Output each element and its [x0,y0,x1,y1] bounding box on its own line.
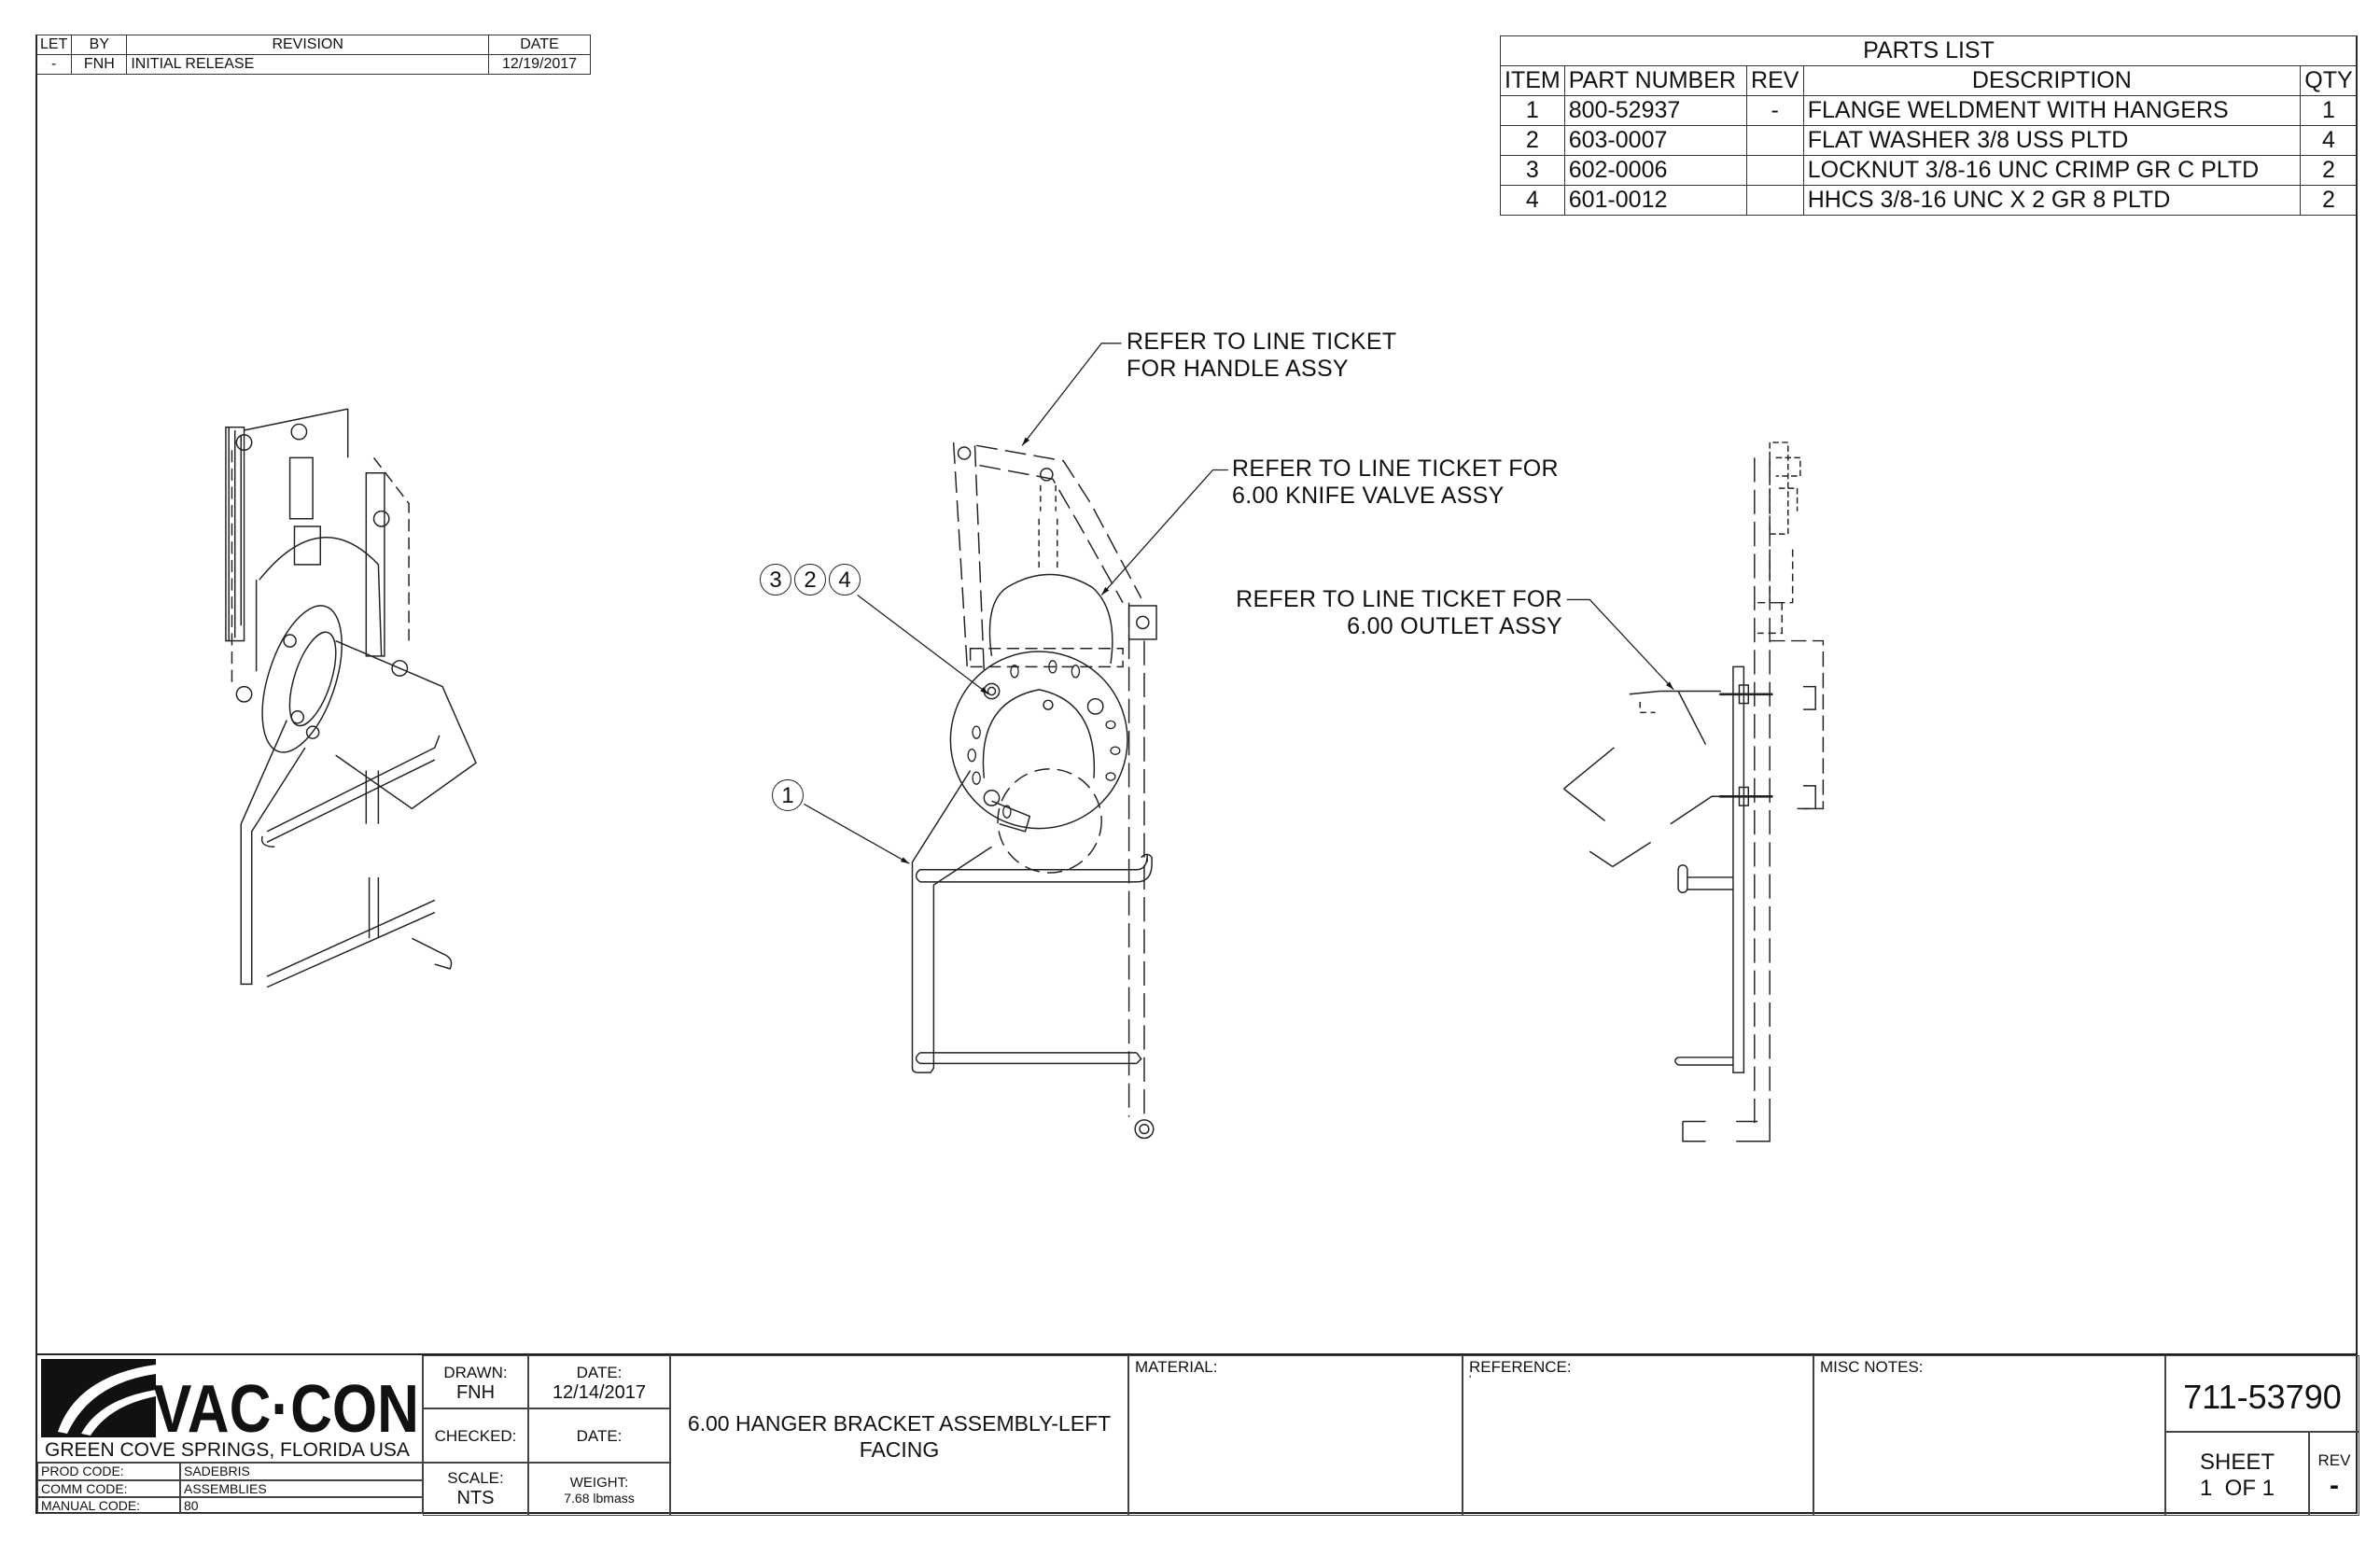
reference-cell: REFERENCE: ' [1463,1355,1813,1516]
title-block: VAC·CON GREEN COVE SPRINGS, FLORIDA USA … [35,1353,2359,1516]
part-number: 602-0006 [1563,155,1747,186]
reference-value: ' [1469,1373,1472,1386]
comm-code: ASSEMBLIES [180,1480,423,1497]
parts-list: PARTS LIST ITEM PART NUMBER REV DESCRIPT… [1500,35,2358,216]
rev-by: FNH [71,54,128,75]
item-balloon-2: 2 [794,564,826,595]
rev [1745,125,1804,156]
description: FLANGE WELDMENT WITH HANGERS [1802,95,2302,126]
note-knife-valve-assy: REFER TO LINE TICKET FOR 6.00 KNIFE VALV… [1232,455,1559,510]
item: 4 [1500,185,1565,216]
drawing-number: 711-53790 [2165,1355,2359,1432]
note-line: REFER TO LINE TICKET [1127,329,1397,355]
vaccon-logo: VAC·CON [39,1357,422,1439]
side-view [1563,441,1825,1142]
weight-label: WEIGHT: [569,1475,629,1491]
isometric-view [225,408,477,988]
rev [1745,185,1804,216]
reference-label: REFERENCE: [1469,1358,1572,1376]
item-balloon-1: 1 [772,779,804,811]
svg-text:VAC·CON: VAC·CON [153,1372,419,1439]
drawn-label: DRAWN: [443,1364,508,1381]
rev-cell: REV - [2309,1432,2359,1516]
drawing-title: 6.00 HANGER BRACKET ASSEMBLY-LEFT FACING [670,1355,1128,1516]
scale-cell: SCALE: NTS [423,1463,528,1516]
part-number: 800-52937 [1563,95,1747,126]
leader-lines [804,343,1674,864]
part-number: 601-0012 [1563,185,1747,216]
misc-notes-label: MISC NOTES: [1813,1355,2165,1516]
weight-value: 7.68 lbmass [564,1491,635,1506]
front-view [911,442,1157,1140]
note-outlet-assy: REFER TO LINE TICKET FOR 6.00 OUTLET ASS… [1236,586,1562,640]
note-line: REFER TO LINE TICKET FOR [1232,455,1559,482]
note-line: FOR HANDLE ASSY [1127,356,1349,382]
sheet-cell: SHEET 1 OF 1 [2165,1432,2309,1516]
checked-label: CHECKED: [423,1408,528,1463]
scale-value: NTS [456,1488,495,1508]
sheet-number: 1 OF 1 [2199,1476,2275,1501]
qty: 2 [2300,185,2358,216]
item-balloon-3: 3 [760,564,791,595]
note-line: REFER TO LINE TICKET FOR [1236,586,1562,612]
manual-code: 80 [180,1497,423,1514]
note-line: 6.00 KNIFE VALVE ASSY [1232,483,1505,509]
date-label: DATE: [576,1364,623,1381]
description: HHCS 3/8-16 UNC X 2 GR 8 PLTD [1802,185,2302,216]
qty: 1 [2300,95,2358,126]
drawn-by: FNH [455,1382,496,1403]
rev [1745,155,1804,186]
rev-date: 12/19/2017 [488,54,591,75]
item: 3 [1500,155,1565,186]
note-line: 6.00 OUTLET ASSY [1347,613,1562,639]
rev-description: INITIAL RELEASE [126,54,489,75]
logo-cell: VAC·CON GREEN COVE SPRINGS, FLORIDA USA [37,1355,423,1463]
rev-label: REV [2317,1451,2351,1469]
col-description: DESCRIPTION [1802,65,2302,96]
manual-code-label: MANUAL CODE: [37,1497,180,1514]
comm-code-label: COMM CODE: [37,1480,180,1497]
rev-let: - [35,54,73,75]
description: FLAT WASHER 3/8 USS PLTD [1802,125,2302,156]
drawn-cell: DRAWN: FNH [423,1355,528,1408]
revision-row: - FNH INITIAL RELEASE 12/19/2017 [35,54,591,75]
weight-cell: WEIGHT: 7.68 lbmass [528,1463,670,1516]
qty: 4 [2300,125,2358,156]
drawn-date-cell: DATE: 12/14/2017 [528,1355,670,1408]
company-location: GREEN COVE SPRINGS, FLORIDA USA [45,1439,410,1461]
drawn-date: 12/14/2017 [552,1382,647,1403]
note-handle-assy: REFER TO LINE TICKET FOR HANDLE ASSY [1127,329,1396,383]
revision-table: LET BY REVISION DATE - FNH INITIAL RELEA… [35,35,591,75]
scale-label: SCALE: [447,1469,504,1487]
material-label: MATERIAL: [1128,1355,1463,1516]
prod-code: SADEBRIS [180,1463,423,1480]
item: 2 [1500,125,1565,156]
prod-code-label: PROD CODE: [37,1463,180,1480]
col-let: LET [35,35,73,55]
col-rev: REV [1745,65,1804,96]
item-balloon-4: 4 [829,564,861,595]
description: LOCKNUT 3/8-16 UNC CRIMP GR C PLTD [1802,155,2302,186]
sheet-label: SHEET [2199,1450,2275,1475]
rev-value: - [2330,1470,2339,1501]
col-part-number: PART NUMBER [1563,65,1747,96]
checked-date-label: DATE: [528,1408,670,1463]
